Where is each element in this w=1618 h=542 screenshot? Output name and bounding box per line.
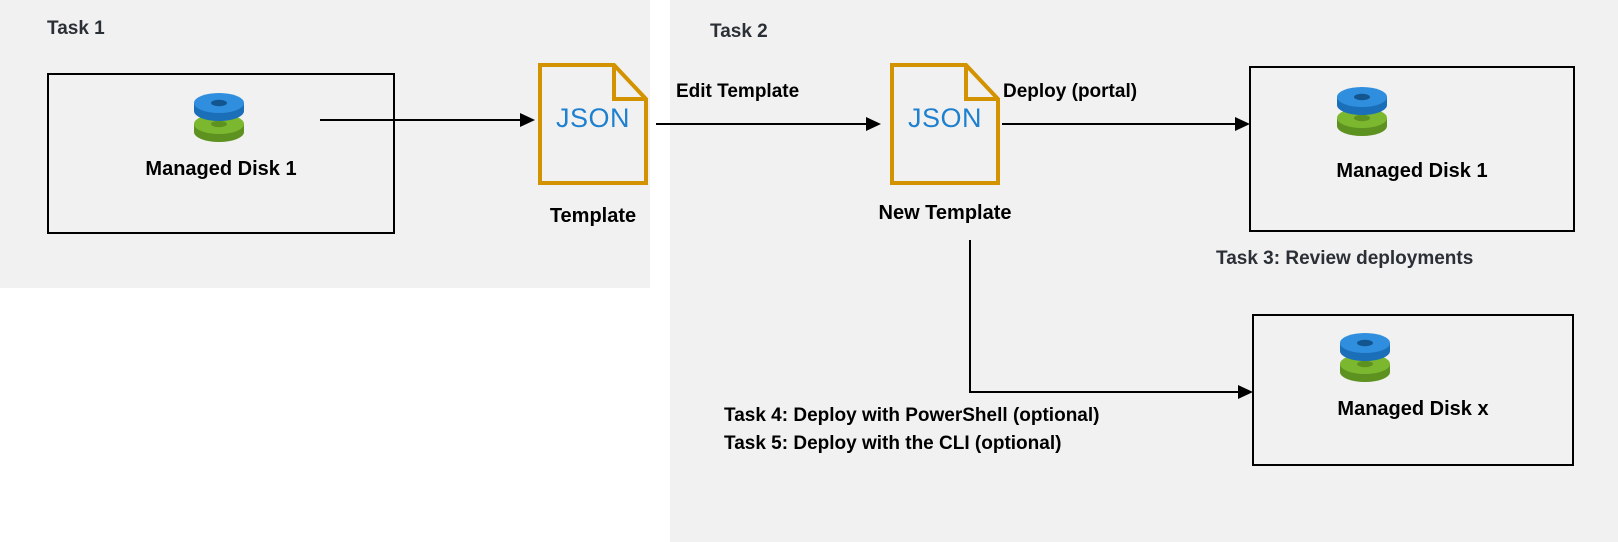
connector-disk-to-template (320, 113, 535, 127)
managed-disk-icon-glyph (1337, 87, 1387, 136)
managed-disk-icon (1336, 330, 1394, 386)
json-document-icon (890, 63, 1000, 185)
managed-disk-icon (1333, 84, 1391, 140)
edit-template-label: Edit Template (676, 81, 800, 102)
new-template-json-text: JSON (907, 103, 982, 133)
task-2-panel (670, 0, 1618, 542)
task-1-heading: Task 1 (47, 18, 105, 39)
managed-disk-x-target-label: Managed Disk x (1337, 398, 1489, 420)
managed-disk-x-target-box (1252, 314, 1574, 466)
task-3-heading: Task 3: Review deployments (1216, 248, 1474, 269)
connector-template-to-new-template (656, 117, 881, 131)
task-5-label: Task 5: Deploy with the CLI (optional) (724, 433, 1062, 454)
new-template-caption: New Template (878, 202, 1012, 224)
managed-disk-icon-glyph (1340, 333, 1390, 382)
managed-disk-1-source-label: Managed Disk 1 (145, 158, 297, 180)
new-template-json-document: JSON (890, 63, 1000, 185)
connector-new-template-to-diskx (969, 240, 1253, 399)
deploy-portal-label: Deploy (portal) (1003, 81, 1138, 102)
managed-disk-icon-glyph (194, 93, 244, 142)
template-json-text: JSON (555, 103, 630, 133)
connector-new-template-to-disk1 (1002, 117, 1250, 131)
task-2-heading: Task 2 (710, 21, 768, 42)
managed-disk-icon (190, 90, 248, 146)
managed-disk-1-target-box (1249, 66, 1575, 232)
json-document-icon (538, 63, 648, 185)
template-caption: Template (549, 205, 637, 227)
managed-disk-1-source-box (47, 73, 395, 234)
task-4-label: Task 4: Deploy with PowerShell (optional… (724, 405, 1100, 426)
template-json-document: JSON (538, 63, 648, 185)
managed-disk-1-target-label: Managed Disk 1 (1336, 160, 1488, 182)
